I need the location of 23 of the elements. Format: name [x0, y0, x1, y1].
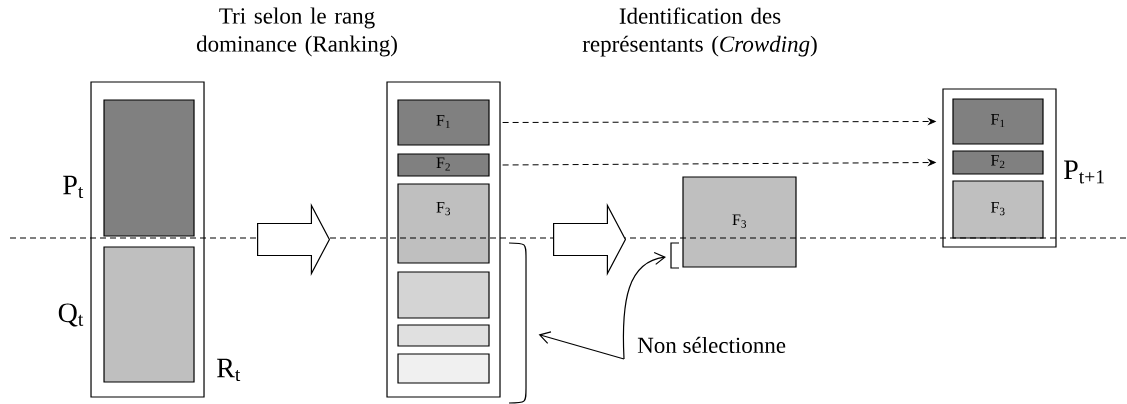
- set-label: R$_{t}$: [217, 358, 241, 382]
- set-label: P$_{t+1}$: [1064, 160, 1104, 184]
- block-arrow: [257, 203, 331, 276]
- note-text: Non sélectionne: [637, 336, 786, 354]
- set-label: Q$_{t}$: [58, 303, 84, 327]
- front-box: F$_{2}$: [397, 153, 490, 177]
- front-box: F$_{2}$: [952, 150, 1044, 175]
- front-box: F$_{3}$: [682, 176, 797, 268]
- front-box: F$_{3}$: [397, 183, 490, 264]
- front-box: F$_{1}$: [952, 98, 1044, 145]
- block-arrow: [553, 203, 627, 276]
- set-box: [397, 271, 490, 319]
- heading: Tri selon le rang dominance (Ranking): [196, 7, 397, 57]
- front-box: F$_{3}$: [952, 180, 1044, 239]
- set-box: [397, 324, 490, 347]
- set-box: [397, 353, 490, 384]
- arrow: [502, 159, 936, 166]
- leader-line: [538, 331, 625, 360]
- arrow: [502, 118, 936, 125]
- heading: Identification des représentants (Crowding): [582, 7, 817, 57]
- front-box: F$_{1}$: [397, 99, 490, 146]
- set-label: P$_{t}$: [63, 175, 84, 199]
- leader-line: [622, 251, 666, 360]
